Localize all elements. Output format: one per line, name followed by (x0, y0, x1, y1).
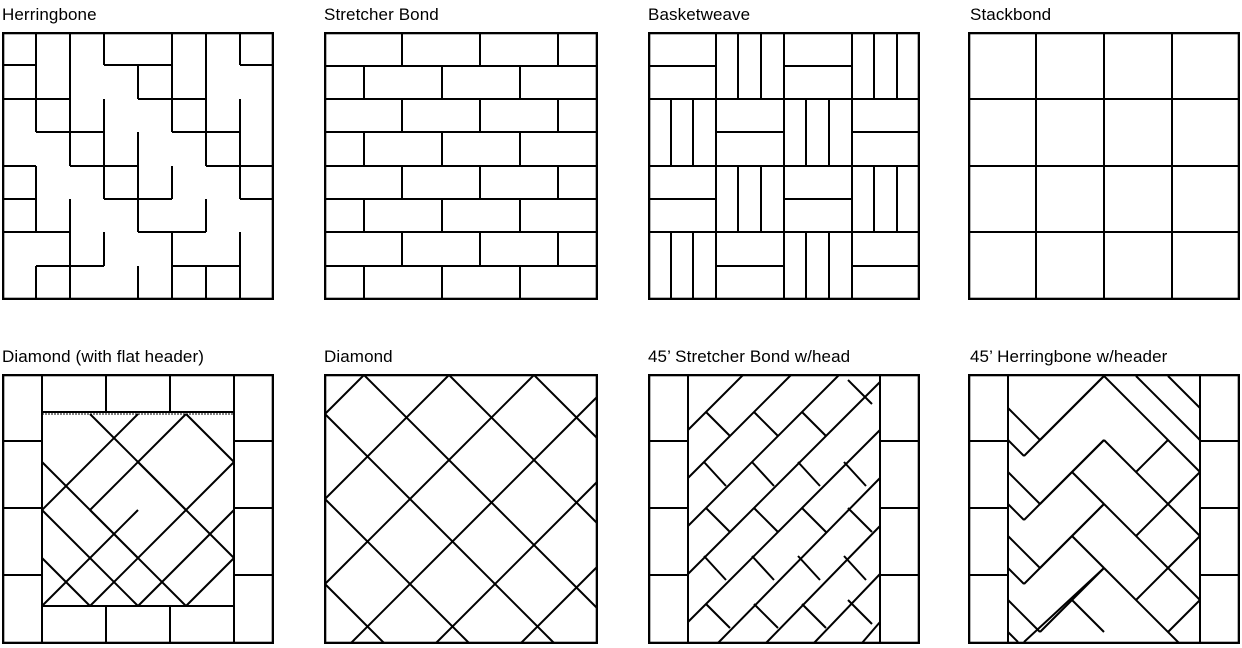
label-stretcher-bond: Stretcher Bond (324, 5, 439, 24)
diamond-pattern (324, 374, 598, 644)
diamond-flat-header-pattern (2, 374, 274, 644)
herringbone-pattern (2, 32, 274, 300)
label-45-stretcher-bond: 45’ Stretcher Bond w/head (648, 347, 851, 366)
label-diamond: Diamond (324, 347, 393, 366)
label-basketweave: Basketweave (648, 5, 751, 24)
basketweave-pattern (648, 32, 920, 300)
herringbone-45-pattern (968, 374, 1240, 644)
label-herringbone: Herringbone (2, 5, 97, 24)
label-stackbond: Stackbond (970, 5, 1052, 24)
label-diamond-flat-header: Diamond (with flat header) (2, 347, 204, 366)
stackbond-pattern (968, 32, 1240, 300)
label-45-herringbone: 45’ Herringbone w/header (970, 347, 1168, 366)
stretcher-bond-45-pattern (648, 374, 920, 644)
stretcher-bond-pattern (324, 32, 598, 300)
